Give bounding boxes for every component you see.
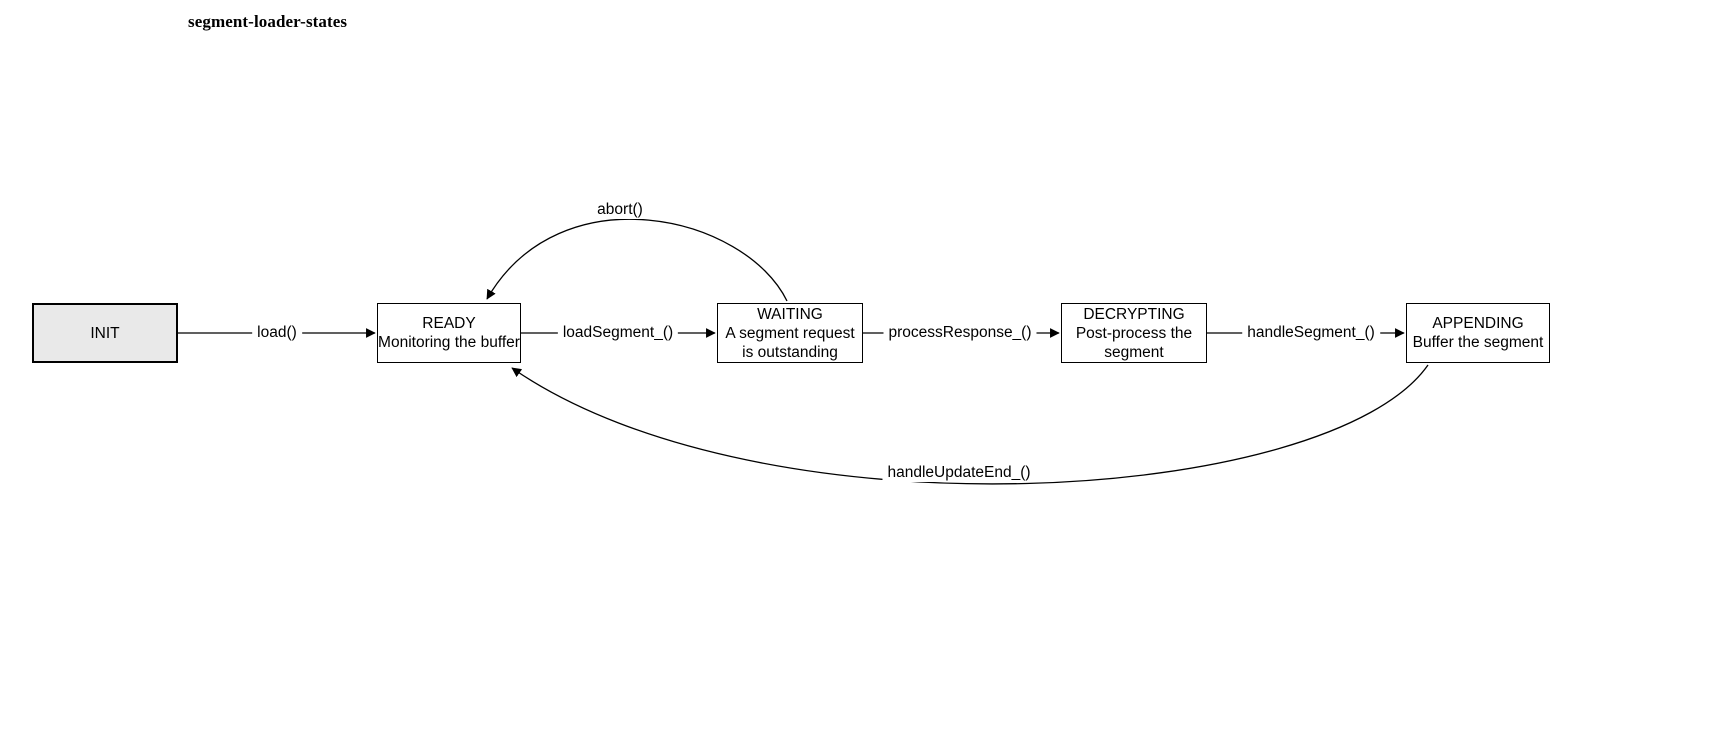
page-title: segment-loader-states	[188, 12, 348, 31]
node-decrypting-label-1: Post-process the	[1075, 324, 1193, 342]
node-ready-label-0: READY	[422, 315, 476, 332]
node-decrypting-label-0: DECRYPTING	[1083, 305, 1185, 323]
edge-label-process-response: processResponse_()	[883, 324, 1037, 342]
node-appending-label-0: APPENDING	[1432, 315, 1524, 332]
node-decrypting-label-2: segment	[1104, 343, 1164, 361]
edge-label-handle-segment: handleSegment_()	[1242, 324, 1380, 342]
node-ready[interactable]: READY Monitoring the buffer	[377, 303, 521, 363]
node-waiting-label-0: WAITING	[757, 305, 823, 323]
node-appending-label-1: Buffer the segment	[1412, 334, 1544, 351]
node-waiting-label-2: is outstanding	[742, 343, 838, 361]
edge-label-load-segment: loadSegment_()	[557, 324, 679, 342]
edge-label-handle-update-end: handleUpdateEnd_()	[882, 464, 1036, 482]
node-ready-label-1: Monitoring the buffer	[378, 334, 520, 351]
node-waiting-label-1: A segment request	[725, 324, 855, 342]
node-init-label-0: INIT	[90, 324, 120, 342]
edge-waiting-ready-abort	[486, 218, 788, 302]
edge-label-load: load()	[252, 324, 302, 342]
node-init[interactable]: INIT	[32, 303, 178, 363]
node-waiting[interactable]: WAITING A segment request is outstanding	[717, 303, 863, 363]
edge-appending-ready	[511, 364, 1429, 485]
edge-label-abort: abort()	[592, 201, 648, 219]
node-decrypting[interactable]: DECRYPTING Post-process the segment	[1061, 303, 1207, 363]
node-appending[interactable]: APPENDING Buffer the segment	[1406, 303, 1550, 363]
